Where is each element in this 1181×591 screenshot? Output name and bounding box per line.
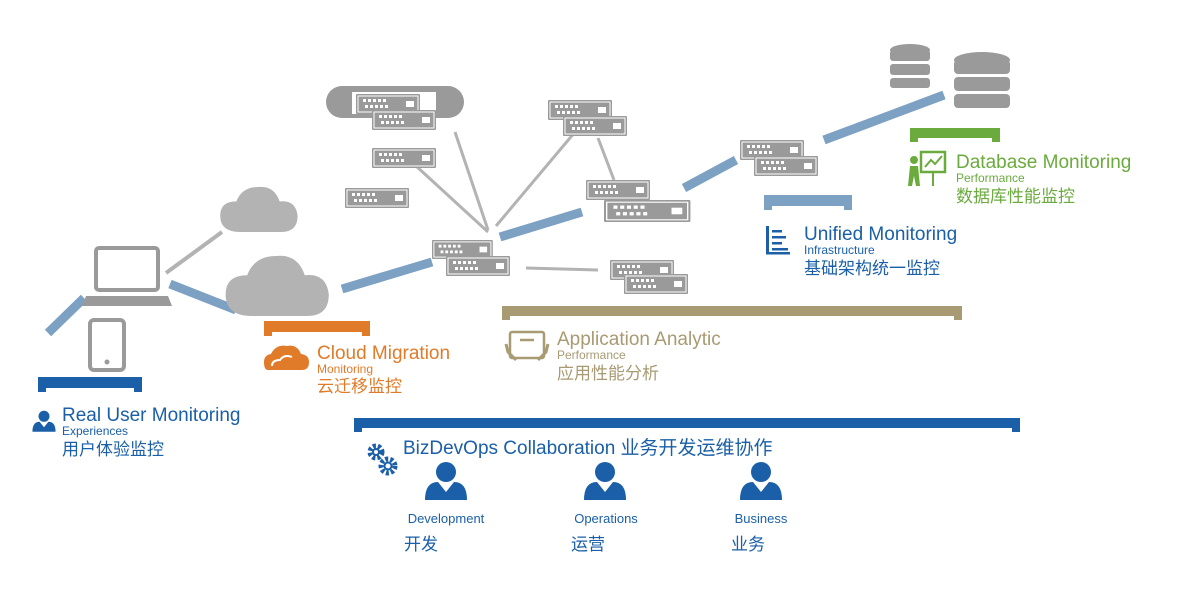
connector-app-mid: [498, 207, 584, 242]
cloud-title: Cloud Migration: [317, 343, 451, 364]
connector-rum: [44, 294, 88, 337]
rum-bar: [38, 377, 142, 392]
connector-rack-c: [494, 131, 577, 227]
db-title: Database Monitoring: [956, 152, 1132, 173]
cloud-bar: [264, 321, 370, 336]
db-subtitle: Performance: [956, 171, 1025, 185]
database-icon-large: [954, 52, 1010, 108]
bizdevops-bar: [354, 418, 1020, 432]
role-development: Development 开发: [386, 511, 506, 555]
rum-subtitle: Experiences: [62, 424, 129, 438]
role-operations: Operations 运营: [546, 511, 666, 555]
rum-title: Real User Monitoring: [62, 405, 241, 426]
app-subtitle: Performance: [557, 348, 626, 362]
connector-mid-infra: [681, 156, 739, 192]
gears-icon: [367, 443, 398, 476]
presenter-chart-icon: [908, 150, 947, 186]
app-title: Application Analytic: [557, 329, 721, 350]
connector-app-right: [525, 266, 599, 272]
role-business-en: Business: [734, 511, 788, 526]
db-bar: [910, 128, 1000, 142]
connector-rack-a: [453, 131, 490, 231]
connector-laptop-cloud: [164, 230, 224, 275]
connector-infra-db: [822, 90, 946, 145]
connector-laptop-bigcloud: [168, 279, 238, 315]
db-cn: 数据库性能监控: [956, 187, 1075, 207]
bizdevops-title: BizDevOps Collaboration 业务开发运维协作: [403, 438, 773, 459]
cloud-subtitle: Monitoring: [317, 362, 374, 376]
database-icon-small: [890, 44, 930, 88]
cloud-icon-small: [220, 186, 298, 232]
infra-title: Unified Monitoring: [804, 224, 958, 245]
document-icon: [766, 226, 790, 255]
role-operations-en: Operations: [574, 511, 638, 526]
role-operations-cn: 运营: [571, 535, 605, 555]
role-business-cn: 业务: [731, 535, 765, 555]
infra-cn: 基础架构统一监控: [804, 259, 940, 279]
app-cn: 应用性能分析: [557, 364, 659, 384]
server-rack-cluster-left: [326, 86, 464, 209]
person-icon-business: [740, 462, 782, 500]
server-rack-cluster-center: [431, 99, 819, 295]
person-icon-development: [425, 462, 467, 500]
connector-cloud-app: [340, 257, 434, 294]
infra-bar: [764, 195, 852, 210]
laptop-icon: [82, 246, 172, 306]
role-business: Business 业务: [701, 511, 821, 555]
rum-cn: 用户体验监控: [62, 440, 164, 460]
connector-rack-b: [413, 163, 490, 234]
cloud-icon: [264, 345, 309, 370]
touch-screen-icon: [504, 330, 550, 362]
connector-rack-d: [596, 137, 616, 181]
person-icon-operations: [584, 462, 626, 500]
role-development-cn: 开发: [404, 535, 438, 555]
cloud-icon-large: [225, 255, 329, 316]
user-icon: [32, 410, 56, 432]
app-bar: [502, 306, 962, 320]
infra-subtitle: Infrastructure: [804, 243, 875, 257]
role-development-en: Development: [407, 511, 485, 526]
tablet-icon: [88, 318, 126, 372]
cloud-cn: 云迁移监控: [317, 377, 402, 397]
connector-lines: [44, 90, 946, 337]
